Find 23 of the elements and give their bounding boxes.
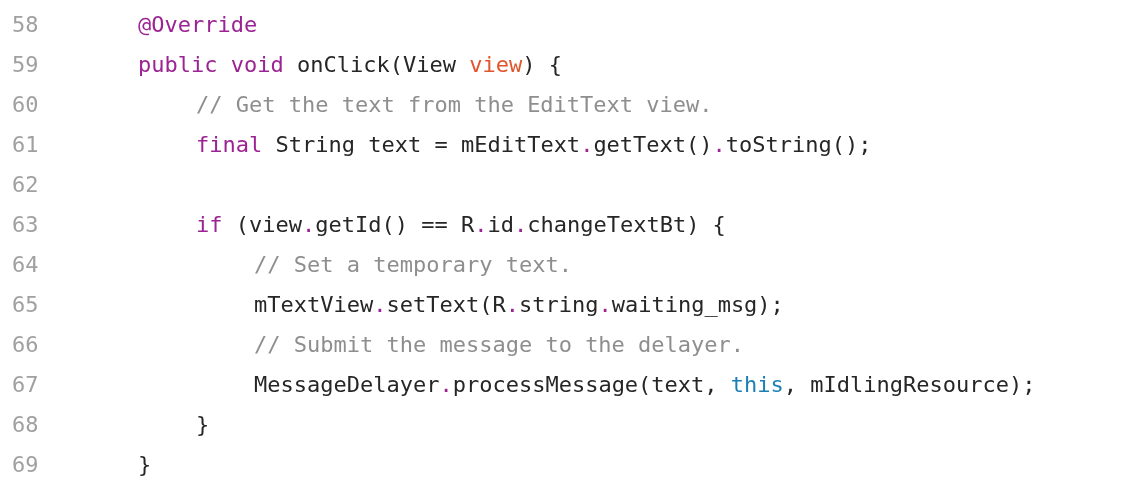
code-line: mTextView.setText(R.string.waiting_msg); bbox=[254, 291, 784, 319]
code-line: public void onClick(View view) { bbox=[138, 51, 562, 79]
line-number: 63 bbox=[12, 211, 39, 239]
code-comment: // Set a temporary text. bbox=[254, 251, 572, 279]
line-number: 68 bbox=[12, 411, 39, 439]
line-number: 64 bbox=[12, 251, 39, 279]
line-number: 60 bbox=[12, 91, 39, 119]
code-line: MessageDelayer.processMessage(text, this, mIdlingResource); bbox=[254, 371, 1036, 399]
line-number: 58 bbox=[12, 11, 39, 39]
line-number: 65 bbox=[12, 291, 39, 319]
code-line: final String text = mEditText.getText().toString(); bbox=[196, 131, 872, 159]
code-comment: // Submit the message to the delayer. bbox=[254, 331, 745, 359]
line-number: 67 bbox=[12, 371, 39, 399]
code-comment: // Get the text from the EditText view. bbox=[196, 91, 713, 119]
code-line: } bbox=[196, 411, 210, 439]
line-number: 69 bbox=[12, 451, 39, 479]
line-number: 62 bbox=[12, 171, 39, 199]
line-number: 59 bbox=[12, 51, 39, 79]
line-number: 66 bbox=[12, 331, 39, 359]
code-line: @Override bbox=[138, 11, 258, 39]
code-line: if (view.getId() == R.id.changeTextBt) { bbox=[196, 211, 726, 239]
code-line: } bbox=[138, 451, 152, 479]
line-number: 61 bbox=[12, 131, 39, 159]
